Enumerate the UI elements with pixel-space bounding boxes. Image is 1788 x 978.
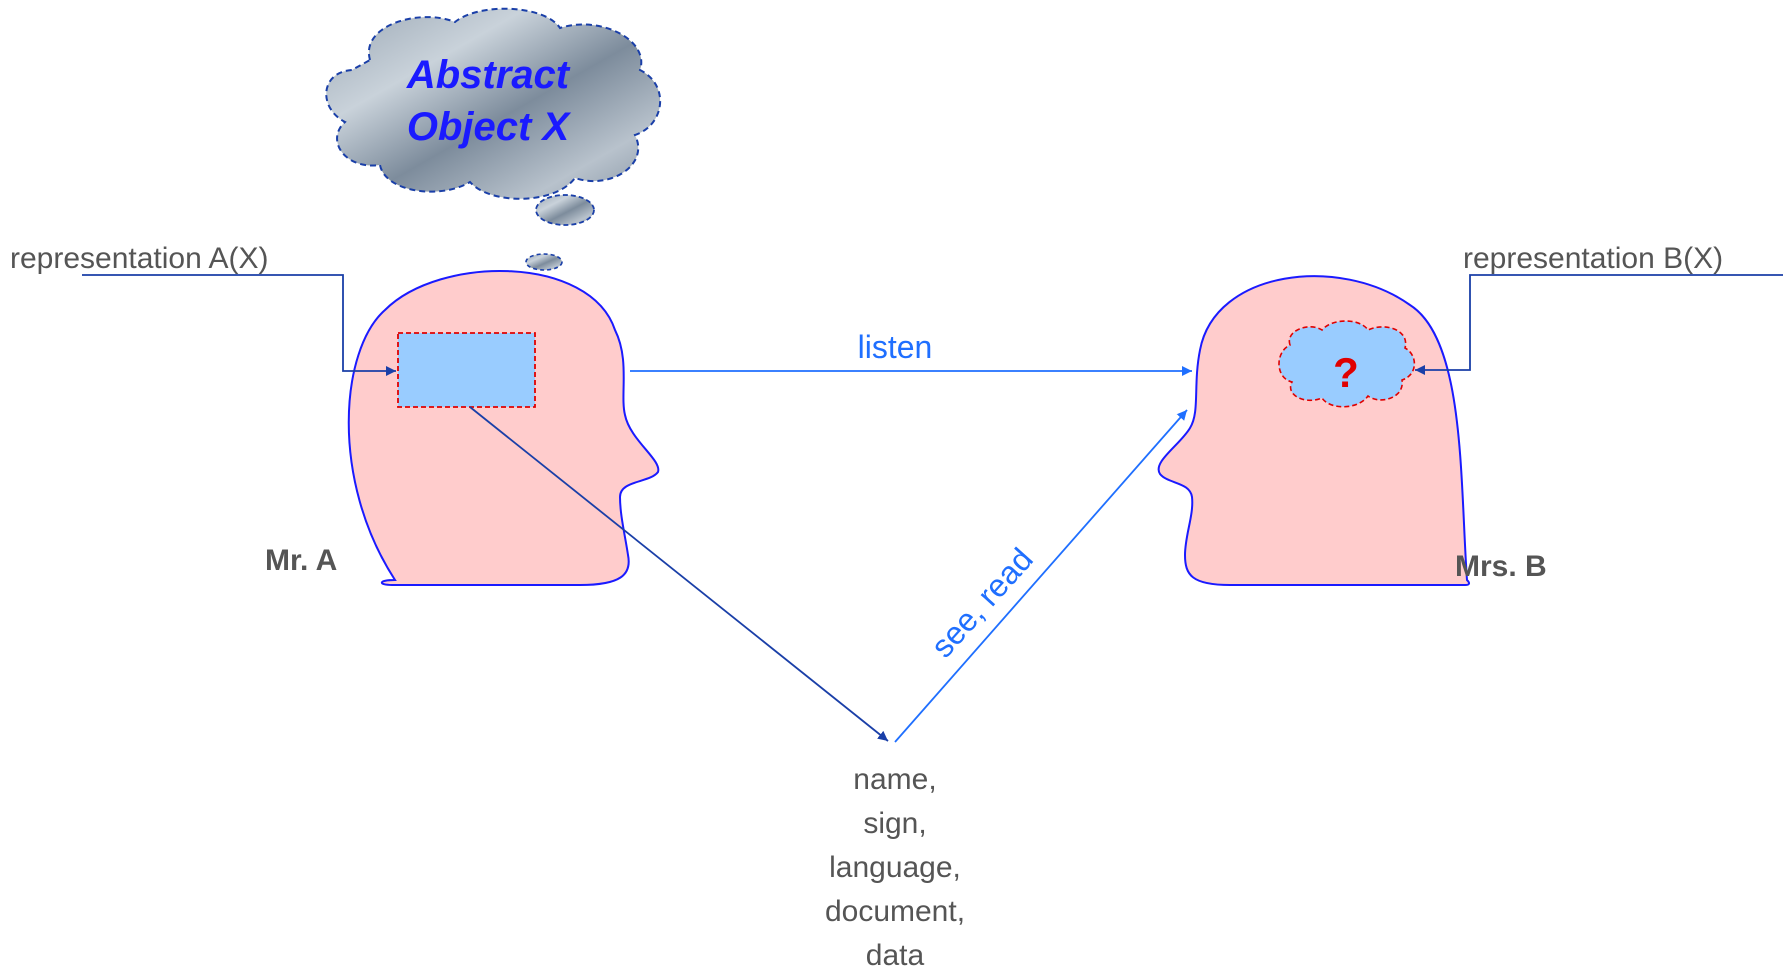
- media-list: name, sign, language, document, data: [780, 758, 1010, 978]
- representation-b-cloud: [1278, 320, 1416, 408]
- see-read-label: see, read: [924, 541, 1040, 664]
- person-a-name: Mr. A: [265, 544, 337, 577]
- media-item-sign: sign,: [863, 807, 927, 840]
- express-arrow: [469, 406, 889, 742]
- see-read-arrow: [894, 409, 1188, 743]
- representation-b-callout-line: [1415, 274, 1783, 375]
- representation-b-label: representation B(X): [1463, 242, 1723, 275]
- thought-bubble-medium: [525, 253, 563, 271]
- abstract-object-cloud: Abstract Object X: [325, 7, 662, 200]
- media-item-language: language,: [829, 851, 961, 884]
- listen-label: listen: [858, 329, 933, 365]
- media-item-data: data: [865, 939, 925, 972]
- thought-bubble-large: [535, 194, 595, 226]
- head-a: [347, 270, 660, 586]
- representation-a-box: [397, 332, 536, 408]
- head-b: [1157, 275, 1471, 586]
- question-mark: ?: [1333, 349, 1359, 396]
- media-item-document: document,: [824, 895, 966, 928]
- person-b-name: Mrs. B: [1455, 550, 1547, 583]
- cloud-text-line2: Object X: [407, 105, 572, 149]
- media-item-name: name,: [853, 763, 937, 796]
- cloud-text-line1: Abstract: [406, 53, 571, 97]
- representation-a-label: representation A(X): [10, 242, 268, 275]
- representation-a-callout-line: [82, 274, 396, 376]
